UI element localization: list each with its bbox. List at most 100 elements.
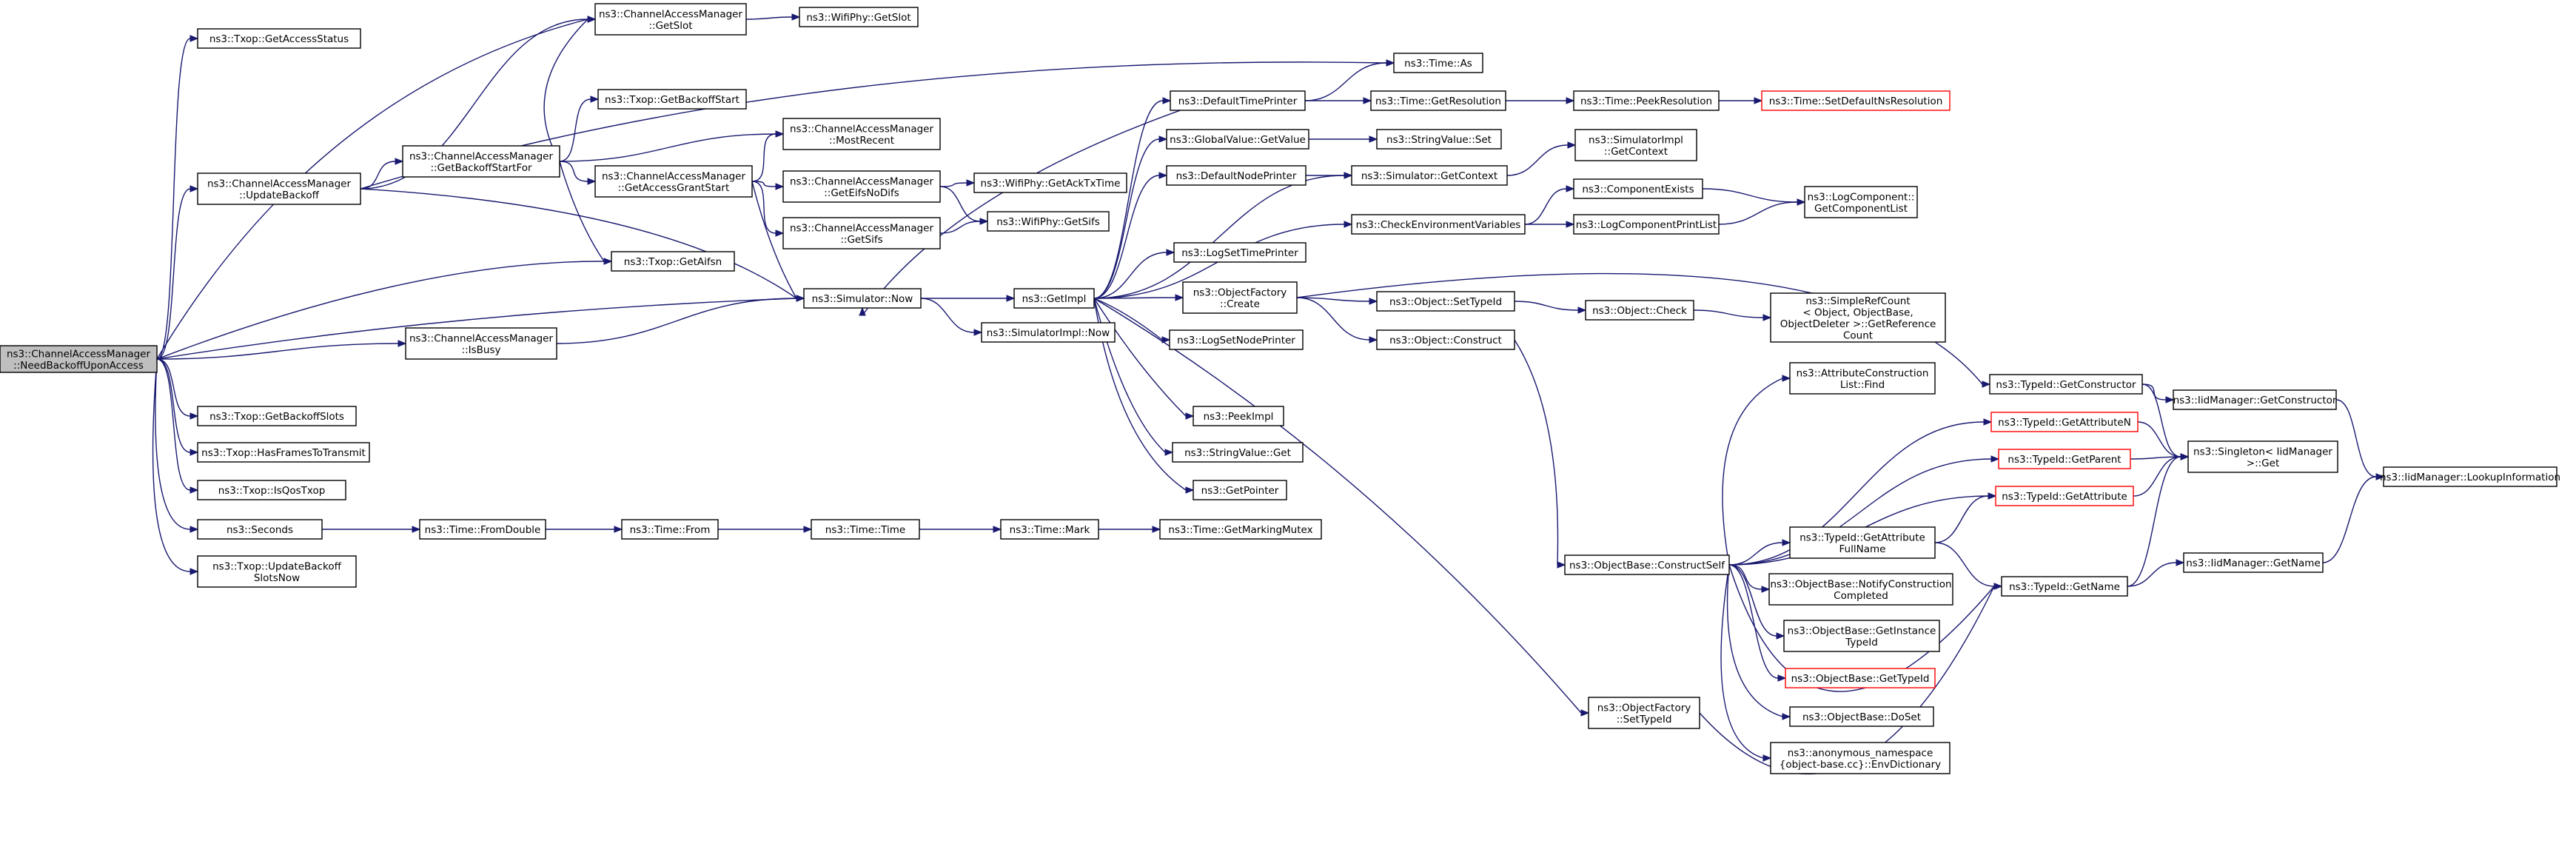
node-simImplNow[interactable]: ns3::SimulatorImpl::Now bbox=[981, 322, 1116, 343]
node-simpleRefCount[interactable]: ns3::SimpleRefCount< Object, ObjectBase,… bbox=[1770, 292, 1946, 343]
edge-line bbox=[2335, 399, 2377, 477]
node-getAccessGrantStart[interactable]: ns3::ChannelAccessManager::GetAccessGran… bbox=[594, 165, 753, 198]
edge-getResolution-to-peekResolution bbox=[1506, 97, 1575, 104]
node-constructSelf[interactable]: ns3::ObjectBase::ConstructSelf bbox=[1564, 554, 1730, 575]
edge-line bbox=[751, 181, 777, 234]
node-typeGetConstructor[interactable]: ns3::TypeId::GetConstructor bbox=[1989, 374, 2143, 395]
edge-getImpl-to-peekImpl bbox=[1093, 298, 1195, 420]
node-label: ns3::ObjectBase::DoSet bbox=[1802, 711, 1921, 723]
edge-line bbox=[156, 358, 191, 491]
node-label: ns3::StringValue::Set bbox=[1386, 134, 1492, 146]
node-simNow[interactable]: ns3::Simulator::Now bbox=[803, 288, 922, 309]
node-label: ns3::WifiPhy::GetAckTxTime bbox=[981, 178, 1121, 190]
node-objCheck[interactable]: ns3::Object::Check bbox=[1585, 300, 1694, 321]
node-cgetSifs[interactable]: ns3::ChannelAccessManager::GetSifs bbox=[782, 217, 941, 249]
edge-objCheck-to-simpleRefCount bbox=[1693, 309, 1772, 321]
edge-arrowhead bbox=[1761, 586, 1771, 593]
edge-objSetTypeId-to-objCheck bbox=[1514, 301, 1587, 314]
node-seconds[interactable]: ns3::Seconds bbox=[197, 519, 323, 540]
node-setDefaultNs[interactable]: ns3::Time::SetDefaultNsResolution bbox=[1761, 90, 1951, 111]
node-box bbox=[1393, 53, 1483, 73]
node-typeGetAttributeN[interactable]: ns3::TypeId::GetAttributeN bbox=[1990, 412, 2139, 432]
edge-arrowhead bbox=[1776, 632, 1785, 640]
node-logSetNodePrinter[interactable]: ns3::LogSetNodePrinter bbox=[1169, 329, 1304, 350]
node-typeGetAttribute[interactable]: ns3::TypeId::GetAttribute bbox=[1995, 486, 2134, 506]
edge-arrowhead bbox=[1580, 709, 1590, 717]
node-getPointer[interactable]: ns3::GetPointer bbox=[1193, 480, 1287, 500]
node-objSetTypeId[interactable]: ns3::Object::SetTypeId bbox=[1376, 291, 1515, 312]
node-timeFrom[interactable]: ns3::Time::From bbox=[621, 519, 719, 540]
node-getEifsNoDifs[interactable]: ns3::ChannelAccessManager::GetEifsNoDifs bbox=[782, 170, 941, 203]
node-componentExists[interactable]: ns3::ComponentExists bbox=[1573, 178, 1703, 199]
node-defaultTimePrinter[interactable]: ns3::DefaultTimePrinter bbox=[1170, 90, 1306, 111]
node-getBackoffStartFor[interactable]: ns3::ChannelAccessManager::GetBackoffSta… bbox=[402, 145, 560, 178]
node-wifiGetSifs[interactable]: ns3::WifiPhy::GetSifs bbox=[987, 211, 1110, 232]
node-timeTime[interactable]: ns3::Time::Time bbox=[811, 519, 920, 540]
node-logSetTimePrinter[interactable]: ns3::LogSetTimePrinter bbox=[1173, 242, 1307, 263]
edge-line bbox=[1506, 144, 1569, 176]
node-getResolution[interactable]: ns3::Time::GetResolution bbox=[1370, 90, 1506, 111]
edge-line bbox=[156, 38, 191, 360]
node-markMutex[interactable]: ns3::Time::GetMarkingMutex bbox=[1159, 519, 1322, 540]
node-iidGetConstructor[interactable]: ns3::IidManager::GetConstructor bbox=[2173, 389, 2337, 410]
node-doSet[interactable]: ns3::ObjectBase::DoSet bbox=[1789, 706, 1934, 727]
node-label: ns3::ObjectFactory bbox=[1193, 286, 1287, 298]
node-logComponentPrintList[interactable]: ns3::LogComponentPrintList bbox=[1573, 214, 1720, 235]
node-box bbox=[1770, 292, 1946, 343]
node-getComponentList[interactable]: ns3::LogComponent::GetComponentList bbox=[1804, 186, 1918, 218]
node-simImplGetContext[interactable]: ns3::SimulatorImpl::GetContext bbox=[1574, 129, 1697, 161]
node-peekImpl[interactable]: ns3::PeekImpl bbox=[1193, 406, 1284, 426]
edge-arrowhead bbox=[1566, 185, 1575, 192]
edge-defaultNodePrinter-to-simGetContext bbox=[1306, 172, 1353, 179]
node-getBackoffSlots[interactable]: ns3::Txop::GetBackoffSlots bbox=[197, 406, 357, 426]
node-notifyConstruction[interactable]: ns3::ObjectBase::NotifyConstructionCompl… bbox=[1768, 573, 1953, 606]
node-getBackoffStart[interactable]: ns3::Txop::GetBackoffStart bbox=[597, 89, 747, 110]
edge-line bbox=[1720, 564, 1764, 759]
node-need[interactable]: ns3::ChannelAccessManager::NeedBackoffUp… bbox=[0, 345, 158, 373]
edge-arrowhead bbox=[189, 449, 199, 456]
node-iidGetName[interactable]: ns3::IidManager::GetName bbox=[2183, 552, 2324, 573]
node-getAckTxTime[interactable]: ns3::WifiPhy::GetAckTxTime bbox=[973, 172, 1127, 193]
node-objConstruct[interactable]: ns3::Object::Construct bbox=[1376, 329, 1515, 350]
node-getAifsn[interactable]: ns3::Txop::GetAifsn bbox=[611, 251, 735, 272]
node-getAccessStatus[interactable]: ns3::Txop::GetAccessStatus bbox=[197, 28, 361, 49]
node-envDictionary[interactable]: ns3::anonymous_namespace{object-base.cc}… bbox=[1770, 742, 1951, 774]
node-box bbox=[2001, 576, 2128, 597]
node-iidLookup[interactable]: ns3::IidManager::LookupInformation bbox=[2380, 466, 2560, 487]
node-label: ns3::SimpleRefCount bbox=[1805, 295, 1910, 307]
node-typeGetName[interactable]: ns3::TypeId::GetName bbox=[2001, 576, 2128, 597]
node-updateBackoff[interactable]: ns3::ChannelAccessManager::UpdateBackoff bbox=[197, 172, 361, 205]
node-wifiGetSlot[interactable]: ns3::WifiPhy::GetSlot bbox=[799, 7, 919, 27]
node-globalGetValue[interactable]: ns3::GlobalValue::GetValue bbox=[1166, 129, 1309, 150]
node-timeMark[interactable]: ns3::Time::Mark bbox=[1000, 519, 1099, 540]
node-hasFrames[interactable]: ns3::Txop::HasFramesToTransmit bbox=[197, 442, 370, 463]
node-peekResolution[interactable]: ns3::Time::PeekResolution bbox=[1573, 90, 1720, 111]
node-fromDouble[interactable]: ns3::Time::FromDouble bbox=[419, 519, 546, 540]
edge-getBackoffStartFor-to-getAccessGrantStart bbox=[559, 161, 597, 185]
node-getSlot[interactable]: ns3::ChannelAccessManager::GetSlot bbox=[594, 3, 747, 36]
node-label: ns3::ChannelAccessManager bbox=[790, 175, 934, 187]
node-mostRecent[interactable]: ns3::ChannelAccessManager::MostRecent bbox=[782, 118, 941, 150]
node-singletonGet[interactable]: ns3::Singleton< IidManager >::Get bbox=[2187, 440, 2338, 473]
node-defaultNodePrinter[interactable]: ns3::DefaultNodePrinter bbox=[1166, 165, 1307, 186]
edge-getSlot-to-wifiGetSlot bbox=[745, 13, 801, 21]
node-isBusy[interactable]: ns3::ChannelAccessManager::IsBusy bbox=[405, 327, 557, 360]
node-box bbox=[197, 555, 357, 588]
node-obGetTypeId[interactable]: ns3::ObjectBase::GetTypeId bbox=[1785, 668, 1936, 688]
node-stringGet[interactable]: ns3::StringValue::Get bbox=[1172, 442, 1304, 463]
node-ofSetTypeId[interactable]: ns3::ObjectFactory::SetTypeId bbox=[1588, 697, 1700, 729]
node-stringSet[interactable]: ns3::StringValue::Set bbox=[1376, 129, 1502, 150]
node-getImpl[interactable]: ns3::GetImpl bbox=[1013, 288, 1095, 309]
node-simGetContext[interactable]: ns3::Simulator::GetContext bbox=[1351, 165, 1508, 186]
node-timeAs[interactable]: ns3::Time::As bbox=[1393, 53, 1483, 73]
node-checkEnv[interactable]: ns3::CheckEnvironmentVariables bbox=[1351, 214, 1526, 235]
edge-line bbox=[1093, 298, 1166, 453]
node-typeGetParent[interactable]: ns3::TypeId::GetParent bbox=[1998, 449, 2131, 469]
node-ofCreate[interactable]: ns3::ObjectFactory::Create bbox=[1182, 281, 1298, 314]
node-isQosTxop[interactable]: ns3::Txop::IsQosTxop bbox=[197, 480, 346, 500]
node-box bbox=[1351, 214, 1526, 235]
